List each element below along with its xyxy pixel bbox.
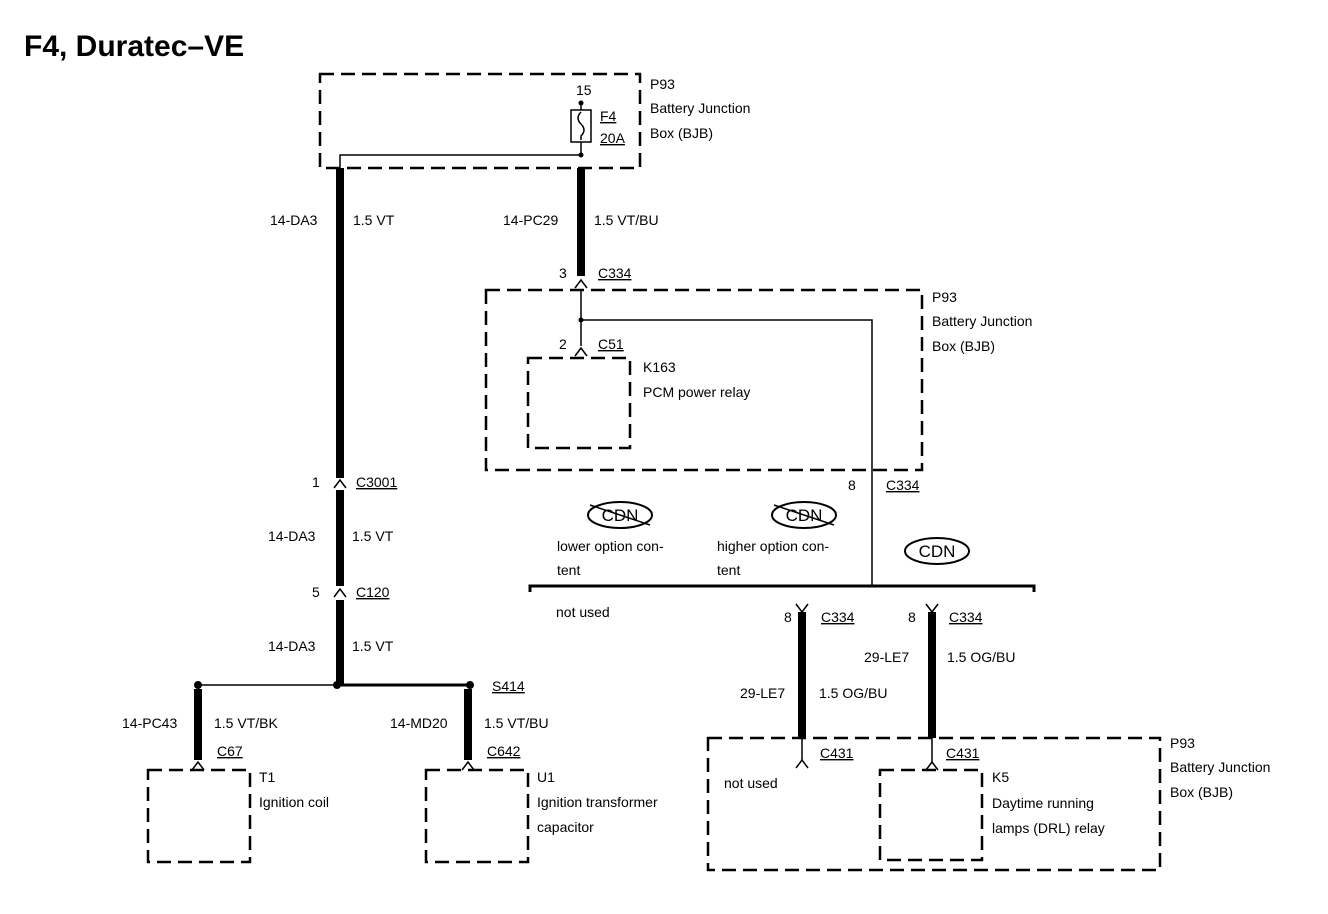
bjb-top-box — [318, 72, 642, 170]
not-used-box-label: not used — [724, 775, 778, 791]
c51-pin: 2 — [559, 336, 567, 352]
bjb-bottom-line1: Battery Junction — [1170, 759, 1270, 775]
k163-name: K163 — [643, 359, 676, 375]
c3001-pin: 1 — [312, 474, 320, 490]
connector-c67-symbol — [191, 760, 205, 771]
u1-name: U1 — [537, 769, 555, 785]
connector-c642-symbol — [461, 760, 475, 771]
k5-box — [878, 768, 984, 862]
t1-name: T1 — [259, 769, 276, 785]
bjb-bottom-line2: Box (BJB) — [1170, 784, 1233, 800]
bjb-middle-box — [484, 288, 924, 472]
wire-md20-circuit: 14-MD20 — [390, 715, 448, 731]
wire-le7-left-spec: 1.5 OG/BU — [819, 685, 887, 701]
u1-desc1: Ignition transformer — [537, 794, 658, 810]
c3001-label: C3001 — [356, 474, 397, 490]
connector-c334-right-symbol — [925, 603, 939, 614]
connector-c431-right-symbol — [925, 760, 939, 771]
cdn-higher-label1: higher option con- — [717, 538, 829, 554]
wire-da3-top-spec: 1.5 VT — [353, 212, 395, 228]
c334-out-label: C334 — [886, 477, 920, 493]
c334-top-pin: 3 — [559, 265, 567, 281]
c67-label: C67 — [217, 743, 243, 759]
wire-pc43-circuit: 14-PC43 — [122, 715, 177, 731]
bjb-top-line1: Battery Junction — [650, 100, 750, 116]
connector-c3001-symbol — [333, 478, 347, 489]
s414-label: S414 — [492, 678, 525, 694]
connector-c51-symbol — [574, 346, 588, 357]
bjb-bottom-ref: P93 — [1170, 735, 1195, 751]
cdn-lower-label1: lower option con- — [557, 538, 664, 554]
c334-right-pin: 8 — [908, 609, 916, 625]
connector-c334-top-symbol — [574, 278, 588, 289]
t1-desc: Ignition coil — [259, 794, 329, 810]
wire-da3-low-spec: 1.5 VT — [352, 638, 394, 654]
bjb-middle-line1: Battery Junction — [932, 313, 1032, 329]
wire-md20-spec: 1.5 VT/BU — [484, 715, 549, 731]
fuse-f4: 15 F4 20A — [570, 82, 626, 158]
wire-pc29-spec: 1.5 VT/BU — [594, 212, 659, 228]
cdn-bus — [528, 584, 1036, 592]
fuse-name: F4 — [600, 108, 617, 124]
wire-le7-right-circuit: 29-LE7 — [864, 649, 909, 665]
bjb-middle-ref: P93 — [932, 289, 957, 305]
u1-box — [424, 768, 530, 864]
connector-c431-left-symbol — [795, 758, 809, 769]
k5-desc2: lamps (DRL) relay — [992, 820, 1105, 836]
wire-da3-top-circuit: 14-DA3 — [270, 212, 318, 228]
k5-name: K5 — [992, 769, 1009, 785]
page-title: F4, Duratec–VE — [24, 30, 244, 63]
wire-le7-right-spec: 1.5 OG/BU — [947, 649, 1015, 665]
bjb-middle-line2: Box (BJB) — [932, 338, 995, 354]
fuse-rating: 20A — [600, 130, 626, 146]
connector-c334-left-symbol — [795, 603, 809, 614]
bjb-top-ref: P93 — [650, 76, 675, 92]
c431-right-label: C431 — [946, 745, 980, 761]
connector-c120-symbol — [333, 587, 347, 598]
c120-pin: 5 — [312, 584, 320, 600]
fuse-pin: 15 — [576, 82, 592, 98]
cdn-higher-label2: tent — [717, 562, 740, 578]
c334-out-pin: 8 — [848, 477, 856, 493]
c120-label: C120 — [356, 584, 390, 600]
wire-da3-low-circuit: 14-DA3 — [268, 638, 316, 654]
c334-right-label: C334 — [949, 609, 983, 625]
wire-pc29-circuit: 14-PC29 — [503, 212, 558, 228]
k5-desc1: Daytime running — [992, 795, 1094, 811]
wire-da3-mid-spec: 1.5 VT — [352, 528, 394, 544]
wire-pc43-spec: 1.5 VT/BK — [214, 715, 278, 731]
wire-da3-mid-circuit: 14-DA3 — [268, 528, 316, 544]
c334-left-label: C334 — [821, 609, 855, 625]
c431-left-label: C431 — [820, 745, 854, 761]
u1-desc2: capacitor — [537, 819, 594, 835]
cdn-lower-label2: tent — [557, 562, 580, 578]
k163-box — [526, 356, 632, 450]
c51-label: C51 — [598, 336, 624, 352]
bjb-bottom-box — [706, 736, 1162, 872]
k163-desc: PCM power relay — [643, 384, 750, 400]
c334-top-label: C334 — [598, 265, 632, 281]
t1-box — [146, 768, 252, 864]
not-used-bus-label: not used — [556, 604, 610, 620]
wire-le7-left-circuit: 29-LE7 — [740, 685, 785, 701]
cdn-right-badge — [904, 537, 970, 565]
svg-text:CDN: CDN — [919, 542, 956, 561]
c334-left-pin: 8 — [784, 609, 792, 625]
cdn-higher-badge — [771, 501, 837, 529]
cdn-lower-badge — [587, 501, 653, 529]
c642-label: C642 — [487, 743, 521, 759]
bjb-top-line2: Box (BJB) — [650, 125, 713, 141]
